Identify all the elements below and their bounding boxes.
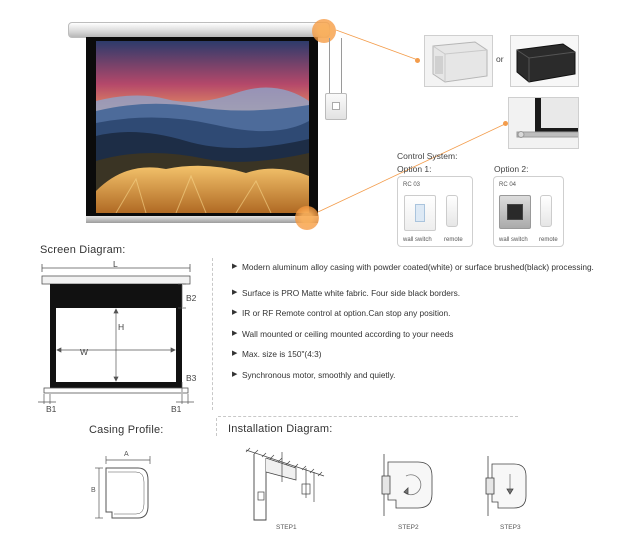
- label-B3: B3: [186, 373, 197, 383]
- step1-label: STEP1: [276, 524, 297, 531]
- install-step1-drawing: [245, 447, 325, 521]
- option2-label: Option 2:: [494, 164, 529, 174]
- option1-model: RC 03: [403, 182, 421, 188]
- power-wire-2: [341, 38, 342, 93]
- divider-vertical-2: [216, 418, 217, 436]
- feature-list: ▶ Modern aluminum alloy casing with powd…: [232, 262, 602, 390]
- option1-remote-image: [446, 195, 458, 227]
- callout-dot-casing: [415, 58, 420, 63]
- option1-label: Option 1:: [397, 164, 432, 174]
- feature-item: ▶ Wall mounted or ceiling mounted accord…: [232, 329, 602, 339]
- bullet-icon: ▶: [232, 329, 238, 337]
- option1-card: RC 03 wall switch remote: [397, 176, 473, 247]
- feature-text: Modern aluminum alloy casing with powder…: [242, 262, 594, 272]
- bullet-icon: ▶: [232, 350, 238, 357]
- feature-item: ▶ Surface is PRO Matte white fabric. Fou…: [232, 288, 602, 298]
- control-system-title: Control System:: [397, 151, 458, 161]
- feature-item: ▶ Synchronous motor, smoothly and quietl…: [232, 370, 602, 380]
- black-casing-photo: [510, 35, 579, 87]
- feature-text: Surface is PRO Matte white fabric. Four …: [242, 287, 461, 298]
- feature-text: Max. size is 150"(4:3): [242, 349, 322, 359]
- option2-model: RC 04: [499, 182, 517, 188]
- label-B: B: [91, 487, 96, 494]
- bottom-bar-svg: [509, 98, 578, 148]
- install-step3-drawing: [485, 456, 527, 516]
- power-wire: [329, 38, 330, 93]
- feature-text: IR or RF Remote control at option.Can st…: [242, 308, 451, 318]
- label-H: H: [118, 322, 125, 332]
- casing-highlight-circle: [312, 19, 336, 43]
- label-A: A: [124, 451, 129, 458]
- casing-profile-drawing: [95, 456, 151, 519]
- label-L: L: [113, 259, 118, 269]
- screen-diagram-title: Screen Diagram:: [40, 244, 126, 256]
- feature-text: Synchronous motor, smoothly and quietly.: [242, 369, 396, 380]
- label-B1-right: B1: [171, 404, 182, 414]
- feature-text: Wall mounted or ceiling mounted accordin…: [242, 328, 454, 339]
- white-casing-photo: [424, 35, 493, 87]
- step3-label: STEP3: [500, 524, 521, 531]
- black-casing-svg: [511, 36, 578, 86]
- screen-diagram: [38, 264, 194, 404]
- option2-wall-switch-label: wall switch: [499, 237, 528, 243]
- option1-wall-switch-image: [404, 195, 436, 231]
- option1-remote-label: remote: [444, 237, 463, 243]
- option2-wall-switch-image: [499, 195, 531, 229]
- bullet-icon: ▶: [232, 263, 238, 270]
- option2-remote-label: remote: [539, 237, 558, 243]
- step2-label: STEP2: [398, 524, 419, 531]
- option2-card: RC 04 wall switch remote: [493, 176, 564, 247]
- bullet-icon: ▶: [232, 288, 238, 296]
- label-W: W: [80, 347, 89, 357]
- divider-vertical: [212, 258, 213, 410]
- bottom-bar-photo: [508, 97, 579, 149]
- option2-remote-image: [540, 195, 552, 227]
- wall-switch-box: [325, 93, 347, 120]
- bullet-icon: ▶: [232, 370, 238, 378]
- install-step2-drawing: [381, 454, 433, 516]
- feature-item: ▶ IR or RF Remote control at option.Can …: [232, 308, 602, 318]
- feature-item: ▶ Max. size is 150"(4:3): [232, 349, 602, 359]
- feature-item: ▶ Modern aluminum alloy casing with powd…: [232, 262, 602, 277]
- callout-dot-bar: [503, 121, 508, 126]
- bullet-icon: ▶: [232, 309, 238, 316]
- option1-wall-switch-label: wall switch: [403, 237, 432, 243]
- white-casing-svg: [425, 36, 492, 86]
- bottom-bar-highlight-circle: [295, 206, 319, 230]
- landscape-image: [96, 41, 309, 213]
- label-B2: B2: [186, 293, 197, 303]
- divider-horizontal: [218, 416, 518, 417]
- screen-bottom-bar: [86, 216, 318, 223]
- or-text: or: [496, 54, 504, 64]
- installation-title: Installation Diagram:: [228, 423, 333, 435]
- label-B1-left: B1: [46, 404, 57, 414]
- casing-profile-title: Casing Profile:: [89, 424, 164, 436]
- landscape-svg: [96, 41, 309, 213]
